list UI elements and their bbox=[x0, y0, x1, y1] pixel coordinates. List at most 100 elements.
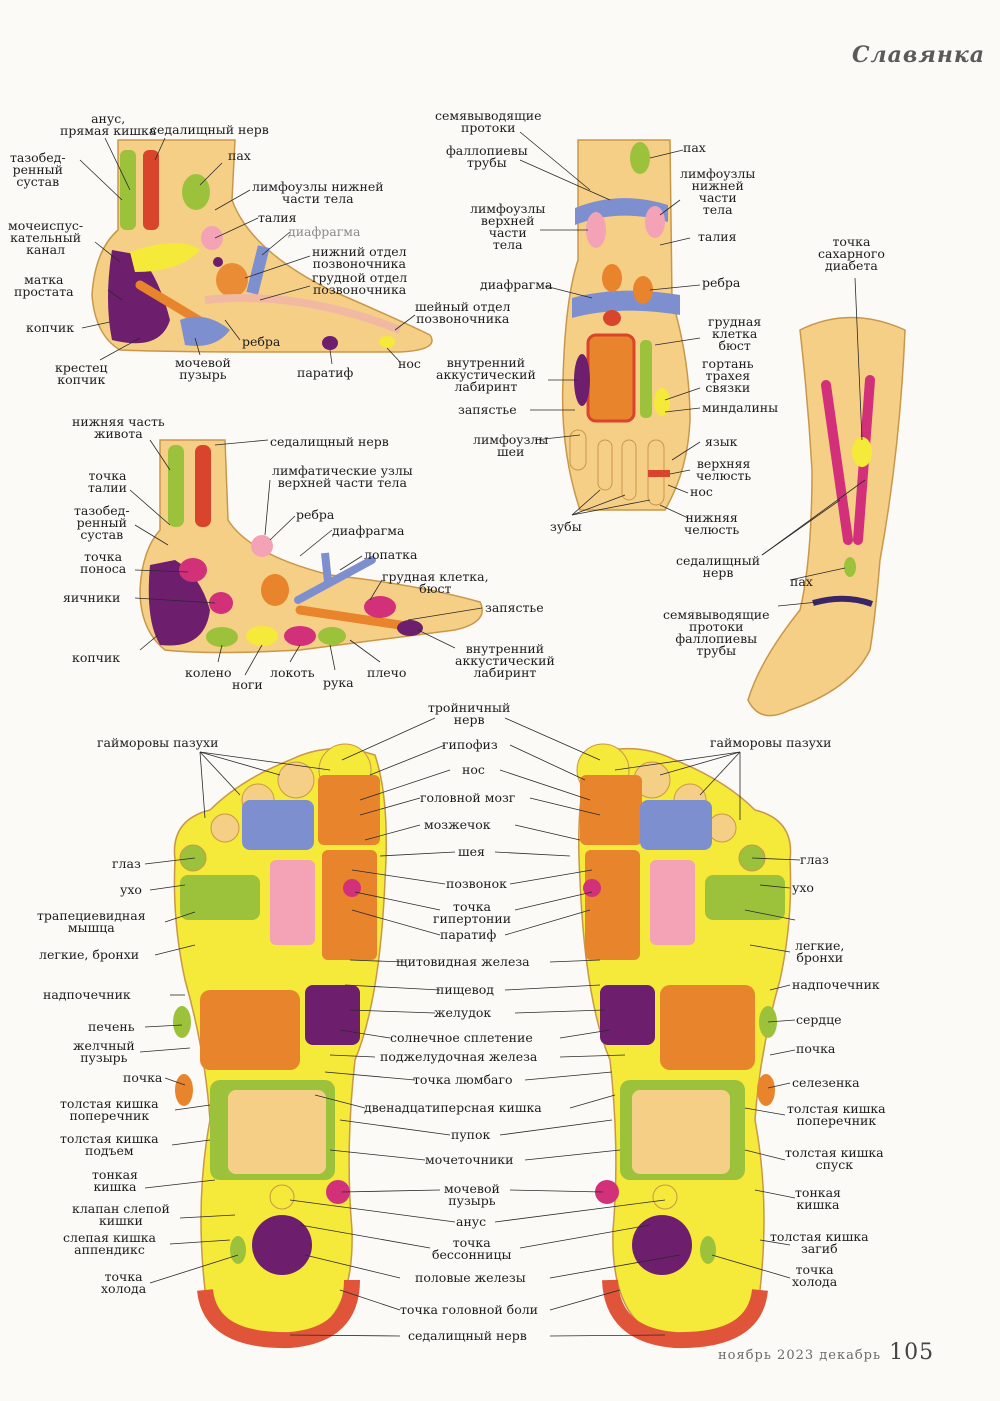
label-wrist: запястье bbox=[458, 402, 517, 417]
label-ribs: ребра bbox=[702, 275, 741, 290]
label-parotid: паратиф bbox=[297, 365, 354, 380]
label-thyroid: щитовидная железа bbox=[396, 954, 530, 969]
label-sciatic: седалищный нерв bbox=[408, 1328, 527, 1343]
label-nose: нос bbox=[398, 356, 421, 371]
label-sinuses: гайморовы пазухи bbox=[710, 735, 832, 750]
label-teeth: зубы bbox=[550, 519, 582, 534]
label-kidney: почка bbox=[796, 1041, 836, 1056]
label-neck: шея bbox=[458, 844, 485, 859]
label-shoulder: плечо bbox=[367, 665, 407, 680]
label-sciatic: седалищный нерв bbox=[270, 434, 389, 449]
label-ovaries: яичники bbox=[63, 590, 121, 605]
label-adrenal: надпочечник bbox=[43, 987, 131, 1002]
label-eye: глаз bbox=[112, 856, 141, 871]
label-knee: колено bbox=[185, 665, 232, 680]
label-ureters: мочеточники bbox=[425, 1152, 514, 1167]
page-number: 105 bbox=[889, 1340, 935, 1365]
label-anus: анус,прямая кишка bbox=[60, 111, 157, 138]
label-waist: талия bbox=[258, 210, 297, 225]
brand-logo: Славянка bbox=[852, 42, 986, 68]
label-heart: сердце bbox=[796, 1012, 842, 1027]
label-tonsils: миндалины bbox=[702, 400, 779, 415]
label-eye: глаз bbox=[800, 852, 829, 867]
label-groin: пах bbox=[790, 574, 813, 589]
label-chest: грудная клетка,бюст bbox=[382, 569, 489, 596]
leader-lines bbox=[79, 131, 866, 1337]
label-ear: ухо bbox=[120, 882, 142, 897]
label-solar: солнечное сплетение bbox=[390, 1030, 533, 1045]
label-pancreas: поджелудочная железа bbox=[380, 1049, 538, 1064]
label-nose: нос bbox=[690, 484, 713, 499]
label-stomach: желудок bbox=[434, 1005, 492, 1020]
label-genitals: половые железы bbox=[415, 1270, 526, 1285]
label-coccyx: копчик bbox=[72, 650, 121, 665]
label-lungs: легкие,бронхи bbox=[795, 938, 845, 965]
label-adrenal: надпочечник bbox=[792, 977, 880, 992]
issue-label: ноябрь 2023 декабрь bbox=[718, 1348, 882, 1363]
label-sinuses: гайморовы пазухи bbox=[97, 735, 219, 750]
label-spleen: селезенка bbox=[792, 1075, 860, 1090]
label-anus: анус bbox=[456, 1214, 487, 1229]
label-duodenum: двенадцатиперсная кишка bbox=[364, 1100, 542, 1115]
sole-right-illustration bbox=[576, 743, 792, 1349]
label-arm: рука bbox=[323, 675, 354, 690]
outer-foot-illustration bbox=[139, 439, 483, 654]
label-waist: талия bbox=[698, 229, 737, 244]
label-legs: ноги bbox=[232, 677, 263, 692]
label-pituitary: гипофиз bbox=[442, 737, 498, 752]
page-footer: ноябрь 2023 декабрь 105 bbox=[718, 1340, 934, 1365]
label-coccyx: копчик bbox=[26, 320, 75, 335]
label-groin: пах bbox=[683, 140, 706, 155]
label-ribs: ребра bbox=[242, 334, 281, 349]
inner-foot-illustration bbox=[91, 139, 433, 353]
label-kidney: почка bbox=[123, 1070, 163, 1085]
label-navel: пупок bbox=[451, 1127, 491, 1142]
label-ribs: ребра bbox=[296, 507, 335, 522]
label-groin: пах bbox=[228, 148, 251, 163]
label-ear: ухо bbox=[792, 880, 814, 895]
label-diaphragm: диафрагма bbox=[480, 277, 553, 292]
label-vertebra: позвонок bbox=[446, 876, 507, 891]
label-scapula: лопатка bbox=[364, 547, 418, 562]
sole-left-illustration bbox=[173, 743, 387, 1349]
label-sciatic: седалищный нерв bbox=[150, 122, 269, 137]
